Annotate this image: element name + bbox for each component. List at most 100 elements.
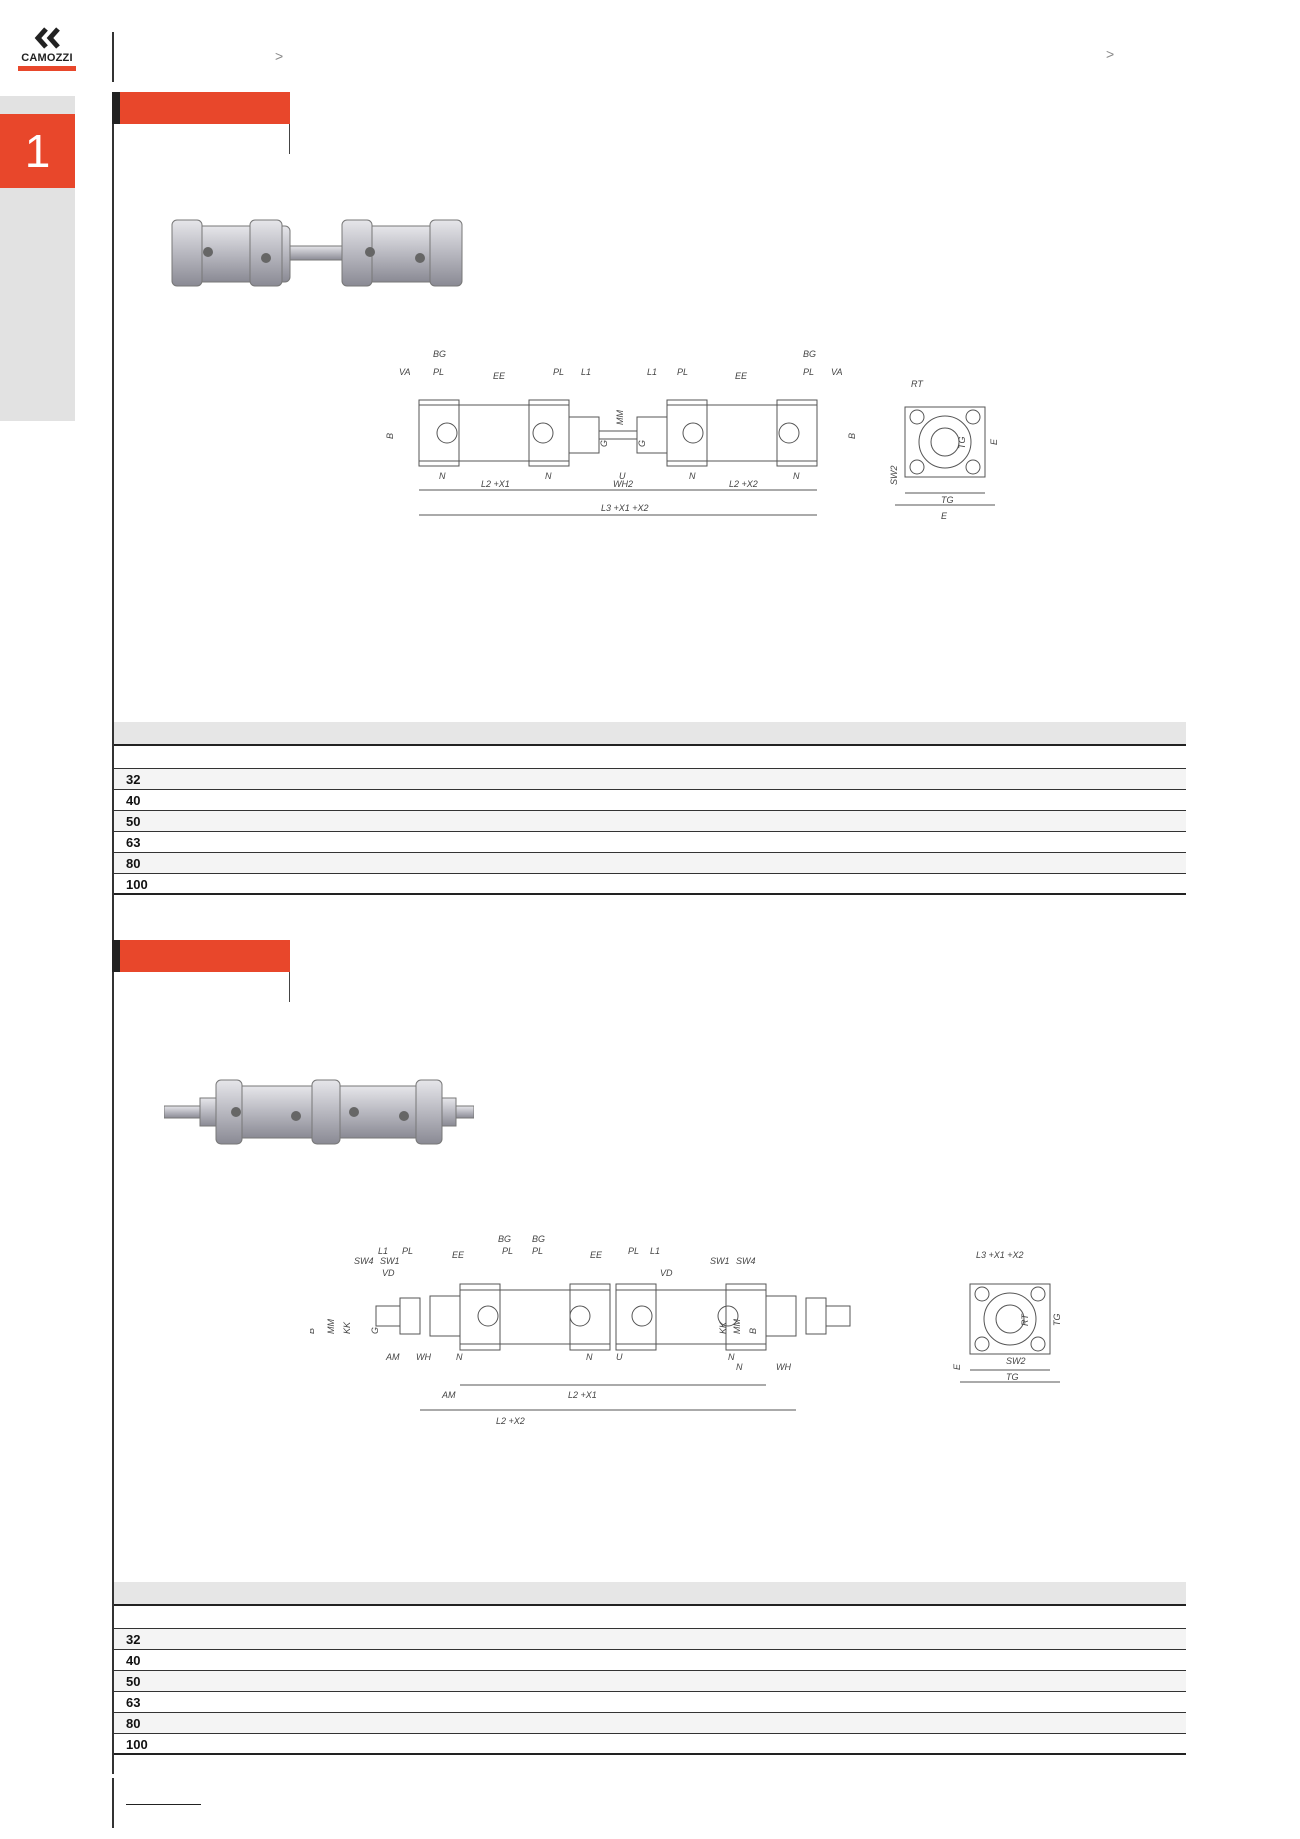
drawing-label: N <box>586 1352 593 1362</box>
drawing-label: SW1 <box>710 1256 730 1266</box>
drawing-label: PL <box>553 367 564 377</box>
drawing-label: AM <box>385 1352 400 1362</box>
drawing-label: E <box>952 1363 962 1370</box>
drawing-label: N <box>736 1362 743 1372</box>
drawing-label: PL <box>502 1246 513 1256</box>
drawing-label: N <box>689 471 696 481</box>
drawing-label: MM <box>615 410 625 425</box>
section1-product-image <box>171 219 463 287</box>
section1-table: 32 40 50 63 80 100 <box>114 722 1186 895</box>
section1-table-header <box>114 722 1186 746</box>
drawing-label: WH <box>776 1362 791 1372</box>
drawing-label: BG <box>433 349 446 359</box>
drawing-label: RT <box>1020 1313 1030 1326</box>
drawing-label: PL <box>532 1246 543 1256</box>
table-row: 63 <box>114 1692 1186 1713</box>
drawing-label: VA <box>399 367 411 377</box>
table-row: 80 <box>114 1713 1186 1734</box>
drawing-label: BG <box>532 1234 545 1244</box>
drawing-label: EE <box>493 371 506 381</box>
table-row: 32 <box>114 1629 1186 1650</box>
breadcrumb-chevron-left: > <box>275 48 284 64</box>
drawing-label: PL <box>803 367 814 377</box>
header-divider <box>112 32 114 82</box>
section2-table-subheader <box>114 1606 1186 1629</box>
table-row: 100 <box>114 1734 1186 1755</box>
breadcrumb-chevron-right: > <box>1106 46 1115 62</box>
drawing-label: L2 +X1 <box>481 479 510 489</box>
drawing-label: U <box>619 471 626 481</box>
drawing-label: SW1 <box>380 1256 400 1266</box>
drawing-label: AM <box>441 1390 456 1400</box>
table-row: 40 <box>114 1650 1186 1671</box>
drawing-label: N <box>545 471 552 481</box>
drawing-label: N <box>793 471 800 481</box>
drawing-label: U <box>616 1352 623 1362</box>
drawing-label: N <box>456 1352 463 1362</box>
drawing-label: SW4 <box>736 1256 756 1266</box>
drawing-label: E <box>989 438 999 445</box>
drawing-label: L3 +X1 +X2 <box>976 1250 1024 1260</box>
drawing-label: L3 +X1 +X2 <box>601 503 649 513</box>
section2-header-tick <box>289 972 290 1002</box>
drawing-label: L1 <box>581 367 591 377</box>
table-row: 32 <box>114 769 1186 790</box>
section1-header-bar <box>112 92 290 124</box>
table-row: 50 <box>114 1671 1186 1692</box>
section2-table-body: 32 40 50 63 80 100 <box>114 1629 1186 1755</box>
table-row: 80 <box>114 853 1186 874</box>
drawing-label: TG <box>1006 1372 1019 1382</box>
drawing-label: MM <box>732 1319 742 1334</box>
content-rule <box>112 96 114 1774</box>
drawing-label: PL <box>433 367 444 377</box>
drawing-label: WH <box>416 1352 431 1362</box>
section2-table: 32 40 50 63 80 100 <box>114 1582 1186 1755</box>
drawing-label: G <box>370 1327 380 1334</box>
drawing-label: PL <box>402 1246 413 1256</box>
drawing-label: TG <box>941 495 954 505</box>
drawing-label: B <box>847 433 857 439</box>
drawing-label: TG <box>1052 1314 1062 1327</box>
camozzi-logo-icon <box>34 27 60 49</box>
section2-header-bar <box>112 940 290 972</box>
brand-name: CAMOZZI <box>21 52 73 64</box>
table-row: 50 <box>114 811 1186 832</box>
footer-rule <box>126 1804 201 1805</box>
drawing-label: BG <box>803 349 816 359</box>
drawing-label: EE <box>452 1250 465 1260</box>
table-row: 63 <box>114 832 1186 853</box>
drawing-label: WH2 <box>613 479 633 489</box>
drawing-label: B <box>748 1328 758 1334</box>
drawing-label: L1 <box>650 1246 660 1256</box>
drawing-label: EE <box>735 371 748 381</box>
table-row: 40 <box>114 790 1186 811</box>
drawing-label: SW4 <box>354 1256 374 1266</box>
drawing-label: PL <box>677 367 688 377</box>
drawing-label: VD <box>382 1268 395 1278</box>
drawing-label: MM <box>326 1319 336 1334</box>
drawing-label: PL <box>628 1246 639 1256</box>
drawing-label: B <box>385 433 395 439</box>
drawing-label: TG <box>957 437 967 450</box>
section2-product-image <box>164 1079 474 1145</box>
table-row: 100 <box>114 874 1186 895</box>
drawing-label: G <box>599 440 609 447</box>
section1-header-tick <box>289 124 290 154</box>
drawing-label: SW2 <box>1006 1356 1026 1366</box>
section2-table-header <box>114 1582 1186 1606</box>
drawing-label: EE <box>590 1250 603 1260</box>
section1-table-body: 32 40 50 63 80 100 <box>114 769 1186 895</box>
drawing-label: VD <box>660 1268 673 1278</box>
drawing-label: N <box>728 1352 735 1362</box>
drawing-label: L2 +X2 <box>496 1416 525 1426</box>
drawing-label: B <box>310 1328 316 1334</box>
drawing-label: KK <box>718 1321 728 1334</box>
drawing-label: BG <box>498 1234 511 1244</box>
drawing-label: SW2 <box>889 465 899 485</box>
drawing-label: L1 <box>378 1246 388 1256</box>
brand-underline <box>18 66 76 71</box>
chapter-number: 1 <box>0 114 75 188</box>
drawing-label: KK <box>342 1321 352 1334</box>
drawing-label: L2 +X1 <box>568 1390 597 1400</box>
